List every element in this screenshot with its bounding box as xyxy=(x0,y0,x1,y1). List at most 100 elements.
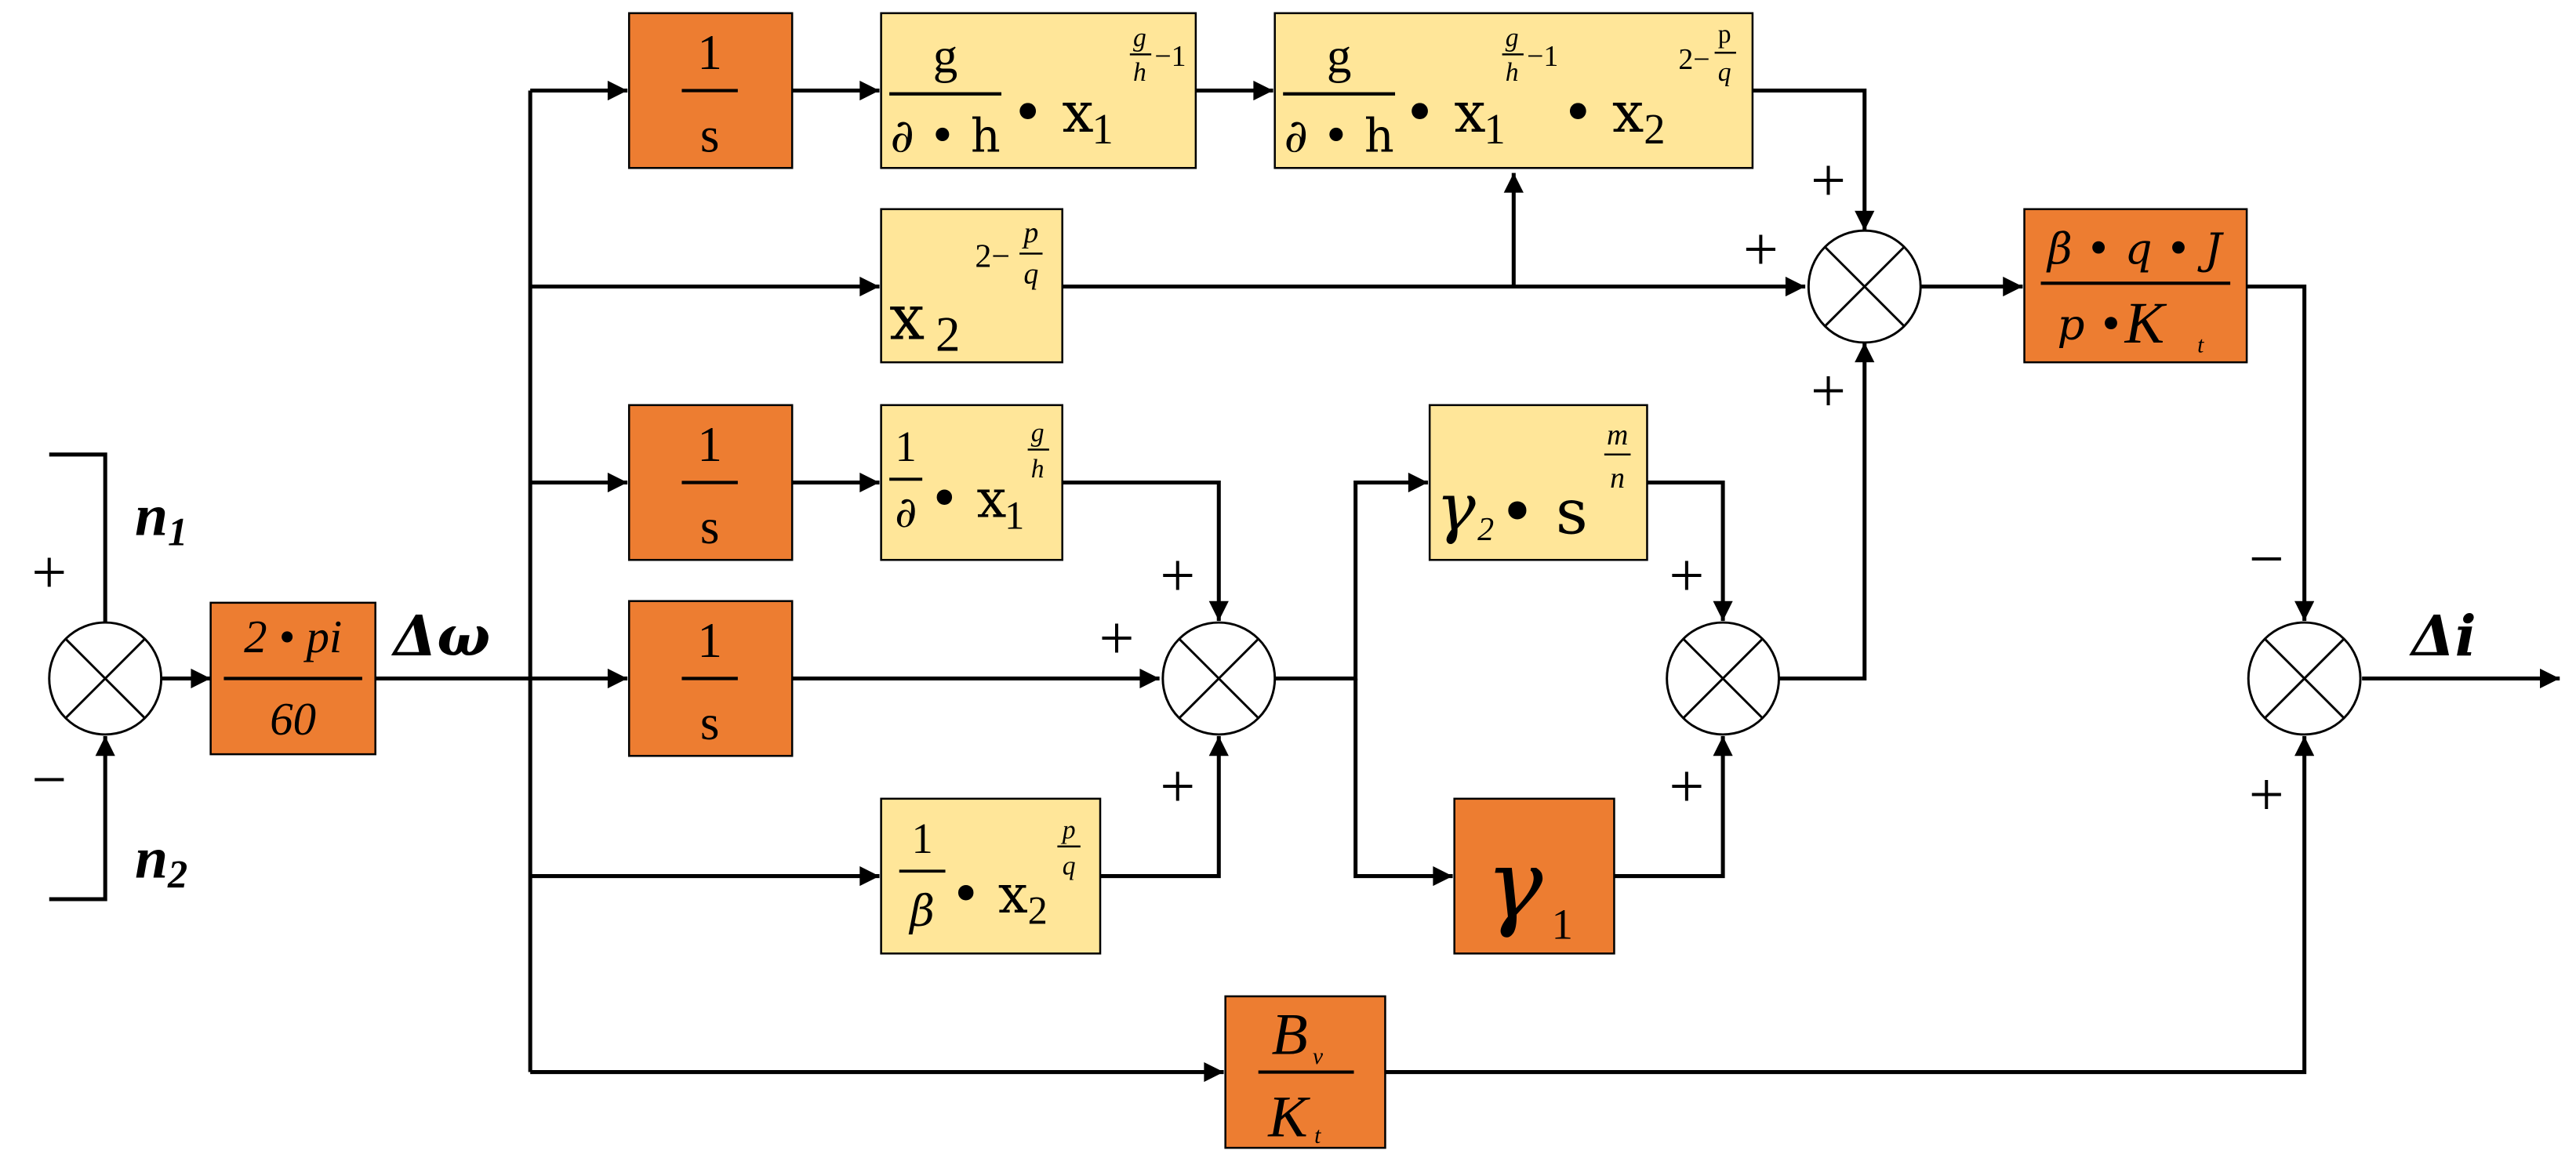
label-delta-i: Δi xyxy=(2409,603,2476,669)
line-flow-sum2 xyxy=(1100,736,1229,879)
gamma1-sub: 1 xyxy=(1552,900,1573,948)
line-sum2-gamma1 xyxy=(1353,678,1453,887)
f-top2-exp2-den: q xyxy=(1718,58,1731,87)
friction-den: K xyxy=(1267,1084,1310,1149)
integrator-2-den: s xyxy=(700,499,720,554)
line-n2 xyxy=(49,736,115,902)
gain-rpm-den: 60 xyxy=(270,694,316,745)
f-top2-sub1: 1 xyxy=(1484,105,1505,153)
f-top1-sub: 1 xyxy=(1092,105,1114,153)
summer-gamma xyxy=(1666,621,1780,736)
sign-x2-plus: + xyxy=(1743,216,1778,285)
f-top2-body1: • x xyxy=(1404,80,1486,145)
gamma2-exp-den: n xyxy=(1610,462,1625,495)
x2-pow-exp-den: q xyxy=(1023,257,1038,290)
sign-cgain-minus: − xyxy=(2249,524,2284,593)
f-top2-body2: • x xyxy=(1561,80,1644,145)
f-top1-exp: g xyxy=(1133,24,1146,53)
line-n1 xyxy=(49,452,115,643)
label-n2-sub: 2 xyxy=(167,852,187,896)
line-fmid-sum2 xyxy=(1062,480,1229,621)
f-top1-num: g xyxy=(933,28,958,83)
integrator-3-num: 1 xyxy=(697,613,722,668)
f-mid-sub: 1 xyxy=(1005,493,1024,537)
f-top2-exp1: g xyxy=(1506,24,1519,53)
f-mid-exp: g xyxy=(1031,419,1045,448)
line-sum2-out xyxy=(1274,472,1429,681)
gamma1-sym: γ xyxy=(1486,829,1543,940)
nonlinear-block-top-2: g ∂ • h • x 1 g h −1 • x 2 2− p q xyxy=(1273,12,1754,169)
f-low-sub: 2 xyxy=(1028,888,1048,932)
f-low-num: 1 xyxy=(911,815,932,862)
summing-junctions xyxy=(48,229,2362,736)
f-top2-den: ∂ • h xyxy=(1284,108,1393,162)
f-top1-exp-den: h xyxy=(1133,58,1146,87)
sign-labels: + − + + + + + + + + − + xyxy=(31,146,2284,829)
f-low-exp: p xyxy=(1061,815,1076,844)
f-top1-den: ∂ • h xyxy=(890,108,1000,162)
f-top1-body: • x xyxy=(1012,80,1094,145)
gamma2-exp: m xyxy=(1607,419,1628,452)
x2-pow-sub: 2 xyxy=(936,307,961,361)
line-sum3-main xyxy=(1778,342,1875,681)
sign-n2-minus: − xyxy=(31,746,67,815)
line-cgain-out xyxy=(2247,285,2315,621)
f-mid-num: 1 xyxy=(895,423,916,470)
line-gamma2-sum3 xyxy=(1647,480,1733,621)
f-top2-sub2: 2 xyxy=(1644,105,1665,153)
nonlinear-block-top-1: g ∂ • h • x 1 g h −1 xyxy=(880,12,1197,169)
integrator-block-3: 1 s xyxy=(627,600,794,757)
current-gain-den-p: p • xyxy=(2058,299,2124,350)
integrator-1-num: 1 xyxy=(697,25,722,80)
friction-num: B xyxy=(1271,1002,1307,1067)
x2-pow-body: x xyxy=(889,281,925,354)
sign-gamma2-plus: + xyxy=(1669,541,1704,610)
sign-flow-plus: + xyxy=(1160,752,1195,821)
friction-block: B v K t xyxy=(1224,995,1386,1149)
summer-top xyxy=(1807,229,1922,344)
f-top2-exp2: p xyxy=(1718,20,1731,49)
integrator-3-den: s xyxy=(700,695,720,750)
f-top2-num: g xyxy=(1327,28,1352,83)
summer-middle xyxy=(1161,621,1277,736)
integrator-block-1: 1 s xyxy=(627,12,794,169)
current-gain-den-sub: t xyxy=(2197,333,2204,358)
current-gain-den-k: K xyxy=(2124,291,2167,356)
f-low-body: • x xyxy=(950,864,1028,925)
f-low-exp-den: q xyxy=(1063,851,1076,880)
label-n2: n2 xyxy=(135,826,187,897)
f-top2-exp2-head: 2− xyxy=(1678,43,1709,76)
f-mid-body: • x xyxy=(929,469,1007,530)
current-gain-block: β • q • J p • K t xyxy=(2023,208,2248,364)
integrator-1-den: s xyxy=(700,107,720,162)
sign-friction-plus: + xyxy=(2249,760,2284,829)
sign-n1-plus: + xyxy=(31,538,67,607)
x2-pow-exp: p xyxy=(1021,216,1038,249)
gamma1-block: γ 1 xyxy=(1453,797,1615,955)
sign-gamma1-plus: + xyxy=(1669,752,1704,821)
f-mid-exp-den: h xyxy=(1031,455,1045,484)
f-low-den: β xyxy=(908,886,935,936)
current-gain-num: β • q • J xyxy=(2046,223,2224,274)
sign-sum3-plus: + xyxy=(1811,357,1846,426)
line-gamma1-sum3 xyxy=(1614,736,1733,879)
f-top1-exp-tail: −1 xyxy=(1154,40,1186,73)
f-top2-exp1-den: h xyxy=(1506,58,1519,87)
gamma2-sub: 2 xyxy=(1477,512,1494,548)
nonlinear-block-mid: 1 ∂ • x 1 g h xyxy=(880,404,1063,561)
integrator-block-2: 1 s xyxy=(627,404,794,561)
label-n1: n1 xyxy=(135,484,187,554)
f-top2-exp1-tail: −1 xyxy=(1527,40,1558,73)
gain-rpm-num: 2 • pi xyxy=(244,611,342,662)
label-delta-omega: Δω xyxy=(391,603,490,669)
line-f2-sum xyxy=(1752,89,1875,231)
nonlinear-block-low: 1 β • x 2 p q xyxy=(880,797,1102,955)
sign-fmid-plus: + xyxy=(1160,541,1195,610)
signal-lines xyxy=(49,80,2560,1083)
line-friction-out xyxy=(1385,736,2315,1075)
gamma2-block: γ 2 • s m n xyxy=(1428,404,1648,561)
f-mid-den: ∂ xyxy=(895,487,917,537)
x2-pow-exp-head: 2− xyxy=(975,238,1010,274)
sign-ftop2-plus: + xyxy=(1811,146,1846,215)
